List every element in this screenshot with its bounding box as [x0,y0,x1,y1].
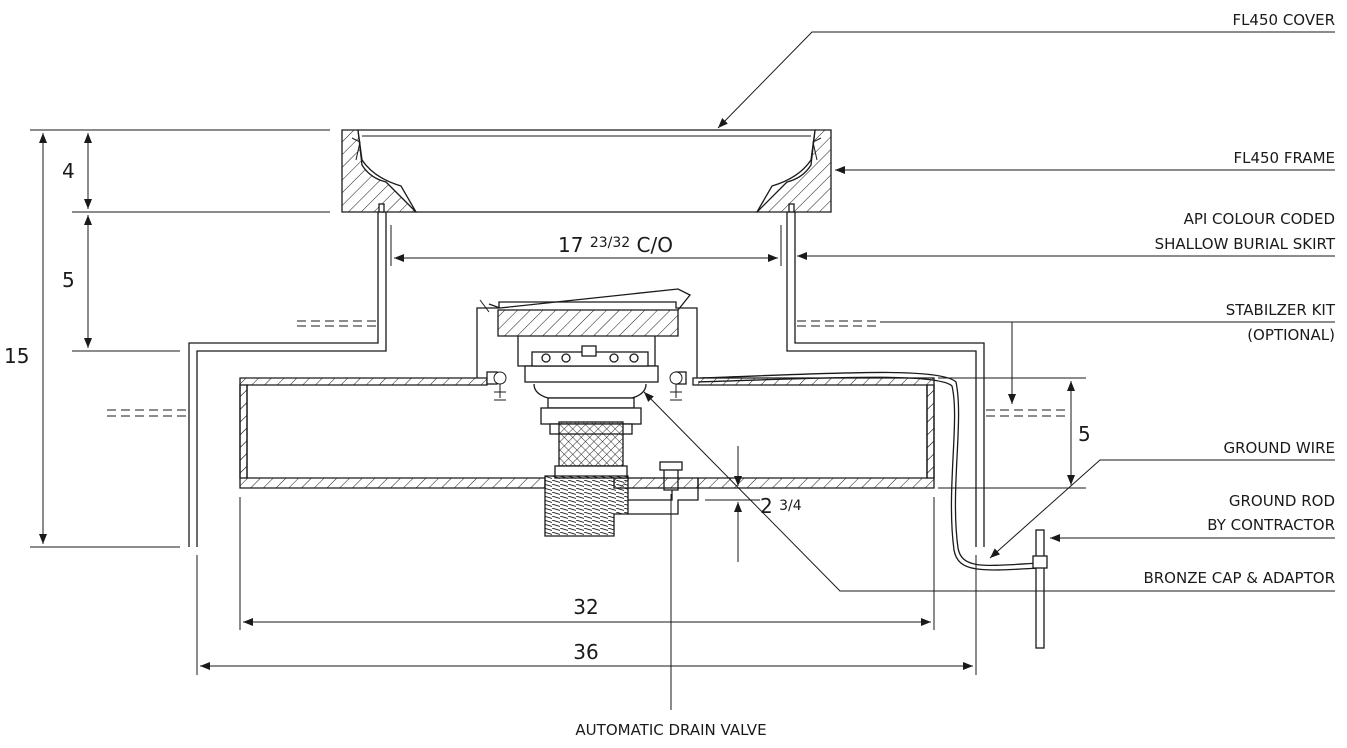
label-ground-rod-line2: BY CONTRACTOR [1207,516,1335,534]
frame-left-section [341,129,418,213]
dim-clear-opening-suffix: C/O [630,233,673,257]
dim-drain-frac: 3/4 [779,498,802,514]
label-stabilizer-line2: (OPTIONAL) [1247,326,1335,344]
cover-body [357,129,816,213]
grounding [697,371,1048,649]
dim-overall-width: 36 [573,640,598,664]
label-ground-rod-line1: GROUND ROD [1229,492,1335,510]
label-bronze-cap: BRONZE CAP & ADAPTOR [1143,569,1335,587]
label-cover: FL450 COVER [1232,11,1335,29]
label-stabilizer-line1: STABILZER KIT [1226,301,1336,319]
dim-tank-height: 5 [1078,422,1091,446]
dim-clear-opening: 17 23/32 C/O [558,233,673,257]
leader-lines [643,31,1335,710]
dim-frame-height: 4 [62,159,75,183]
ground-rod [1035,529,1045,649]
bronze-cap-assembly [476,288,699,537]
burial-skirt [188,212,985,547]
label-frame: FL450 FRAME [1233,149,1335,167]
dimension-labels: 4 5 15 17 23/32 C/O 5 2 3/4 32 36 [4,159,1091,664]
label-drain-valve: AUTOMATIC DRAIN VALVE [575,721,766,739]
label-ground-wire: GROUND WIRE [1223,439,1335,457]
callout-labels: FL450 COVER FL450 FRAME API COLOUR CODED… [575,11,1335,739]
dim-drain-depth: 2 3/4 [760,494,802,518]
dim-drain-whole: 2 [760,494,779,518]
dim-skirt-height: 5 [62,268,75,292]
label-skirt-line2: SHALLOW BURIAL SKIRT [1155,235,1336,253]
dim-total-height: 15 [4,344,29,368]
dim-tank-width: 32 [573,595,598,619]
dim-clear-opening-whole: 17 [558,233,590,257]
frame-right-section [755,129,832,213]
label-skirt-line1: API COLOUR CODED [1184,210,1335,228]
dim-clear-opening-frac: 23/32 [590,235,630,251]
frame-and-cover [341,129,832,213]
dimension-lines [39,133,1075,670]
